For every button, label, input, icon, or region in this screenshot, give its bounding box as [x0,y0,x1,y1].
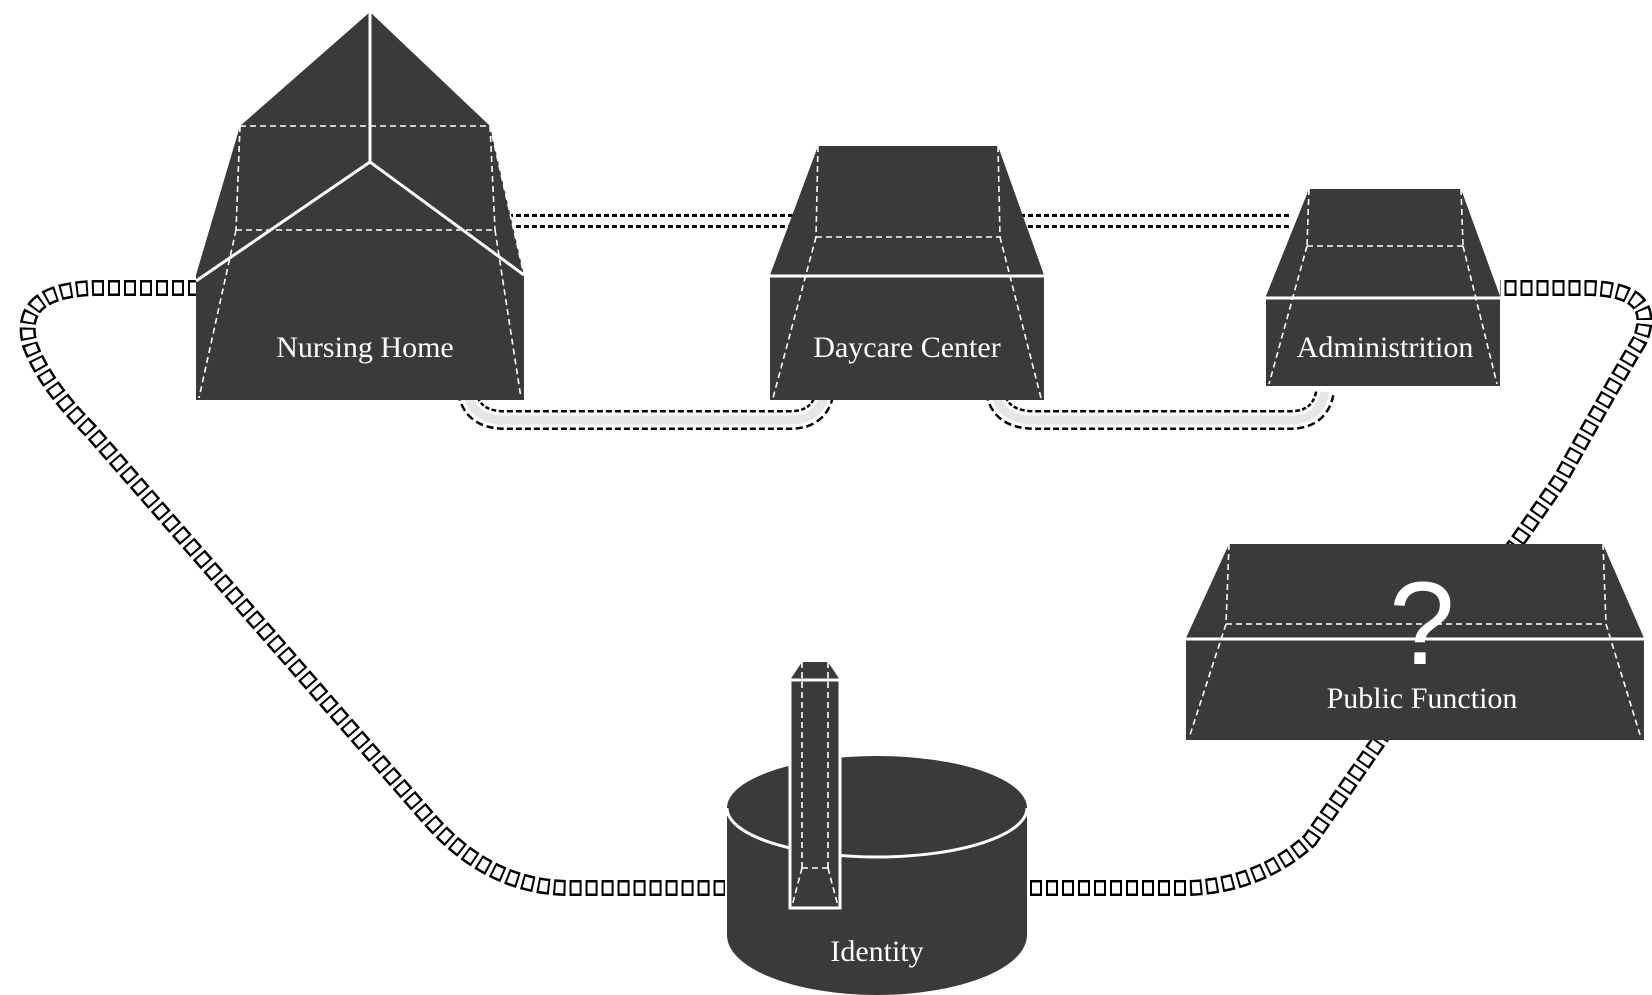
identity-label: Identity [830,935,923,968]
nursing-home-label: Nursing Home [276,331,453,364]
public-function-node[interactable]: ? Public Function [1186,543,1644,740]
nursing-home-node[interactable]: Nursing Home [195,12,525,400]
bottom-links [457,389,1335,430]
identity-node[interactable]: Identity [725,662,1029,995]
public-function-label: Public Function [1327,682,1518,715]
administration-node[interactable]: Administrition [1266,188,1500,386]
question-mark-icon: ? [1389,558,1455,690]
outer-loop-link [19,280,1652,896]
daycare-center-node[interactable]: Daycare Center [770,145,1044,400]
daycare-center-label: Daycare Center [813,331,1000,364]
administration-label: Administrition [1297,331,1474,364]
